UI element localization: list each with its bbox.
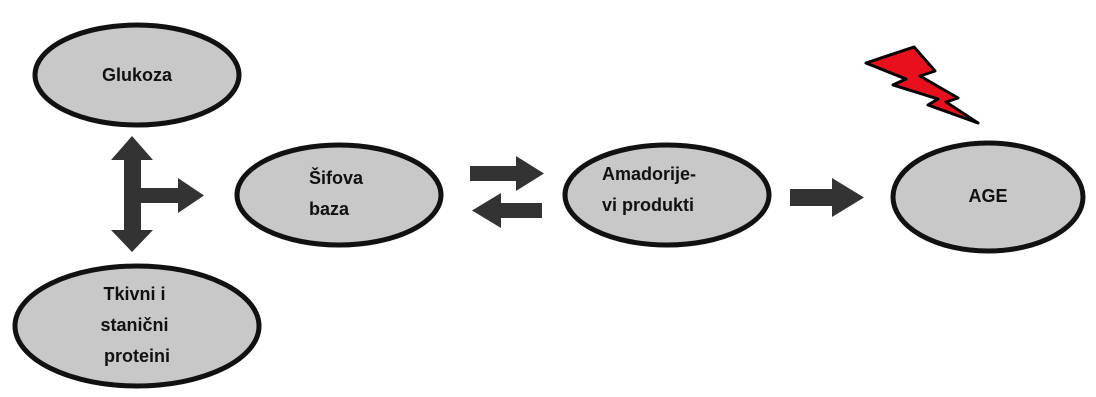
node-amadori-label: Amadorije- vi produkti	[602, 164, 701, 215]
branch-arrow	[111, 136, 204, 252]
node-sifova-line: baza	[309, 199, 350, 219]
node-glukoza-label: Glukoza	[102, 65, 173, 85]
node-proteini-line: stanični	[100, 315, 168, 335]
node-proteini-label: Tkivni i stanični proteini	[100, 284, 173, 366]
equilibrium-arrows	[470, 156, 544, 228]
node-proteini-line: proteini	[104, 346, 170, 366]
node-age-label: AGE	[968, 186, 1007, 206]
node-glukoza: Glukoza	[32, 22, 242, 128]
node-proteini-line: Tkivni i	[103, 284, 165, 304]
node-amadorijevi-produkti: Amadorije- vi produkti	[562, 142, 772, 248]
node-glukoza-line: Glukoza	[102, 65, 173, 85]
node-sifova-line: Šifova	[309, 167, 364, 188]
node-amadori-line: vi produkti	[602, 195, 694, 215]
node-tkivni-proteini: Tkivni i stanični proteini	[12, 263, 262, 389]
node-sifova-label: Šifova baza	[309, 167, 368, 219]
node-age-line: AGE	[968, 186, 1007, 206]
node-sifova-baza: Šifova baza	[234, 142, 444, 248]
node-age: AGE	[890, 140, 1086, 254]
arrow-to-age	[790, 178, 864, 217]
node-amadori-line: Amadorije-	[602, 164, 696, 184]
lightning-bolt-icon	[864, 45, 980, 125]
